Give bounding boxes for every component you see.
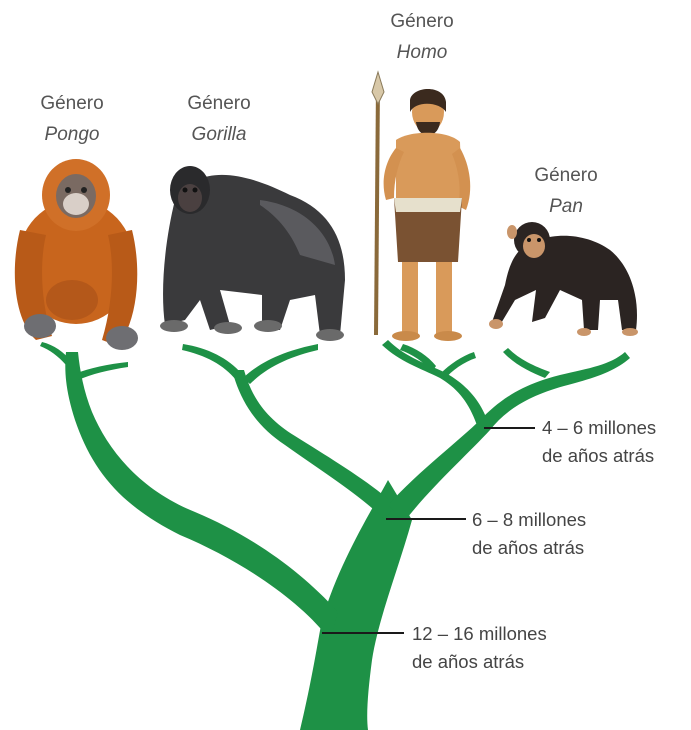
divergence-line2: de años atrás — [412, 648, 547, 676]
branch-pongo — [65, 352, 338, 640]
gorilla-illustration — [160, 166, 345, 341]
divergence-line1: 6 – 8 millones — [472, 506, 586, 534]
divergence-label-12-16: 12 – 16 millones de años atrás — [412, 620, 547, 676]
genus-word: Género — [159, 88, 279, 119]
genus-name: Gorilla — [159, 119, 279, 150]
branch-gorilla-twig-left — [182, 344, 242, 380]
divergence-line2: de años atrás — [542, 442, 656, 470]
orangutan-illustration — [15, 159, 138, 350]
divergence-line1: 4 – 6 millones — [542, 414, 656, 442]
branch-gorilla-twig-right — [243, 344, 318, 384]
divergence-label-6-8: 6 – 8 millones de años atrás — [472, 506, 586, 562]
branch-pongo-twig-right — [74, 362, 128, 380]
genus-word: Género — [362, 6, 482, 37]
genus-label-pan: Género Pan — [506, 160, 626, 222]
genus-label-pongo: Género Pongo — [12, 88, 132, 150]
genus-label-homo: Género Homo — [362, 6, 482, 68]
branch-pan-twig — [503, 348, 550, 378]
homo-illustration — [372, 72, 470, 341]
branch-gorilla — [232, 370, 395, 520]
branch-homo-twig2 — [440, 352, 476, 380]
divergence-line1: 12 – 16 millones — [412, 620, 547, 648]
divergence-label-4-6: 4 – 6 millones de años atrás — [542, 414, 656, 470]
genus-word: Género — [506, 160, 626, 191]
genus-label-gorilla: Género Gorilla — [159, 88, 279, 150]
genus-name: Pan — [506, 191, 626, 222]
divergence-line2: de años atrás — [472, 534, 586, 562]
genus-word: Género — [12, 88, 132, 119]
chimpanzee-illustration — [489, 222, 638, 336]
genus-name: Homo — [362, 37, 482, 68]
genus-name: Pongo — [12, 119, 132, 150]
